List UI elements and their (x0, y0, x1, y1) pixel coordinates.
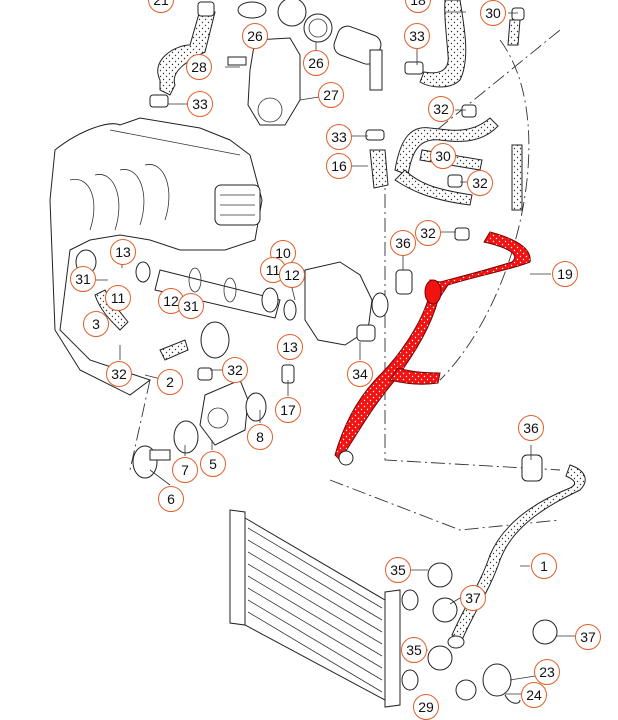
radiator (229, 509, 419, 708)
callout-5[interactable]: 5 (200, 451, 226, 477)
callout-27[interactable]: 27 (318, 82, 344, 108)
callout-26[interactable]: 26 (303, 50, 329, 76)
callout-32[interactable]: 32 (222, 357, 248, 383)
callout-6[interactable]: 6 (158, 486, 184, 512)
callout-37[interactable]: 37 (575, 624, 601, 650)
callout-13[interactable]: 13 (110, 239, 136, 265)
callout-31[interactable]: 31 (178, 293, 204, 319)
callout-23[interactable]: 23 (534, 659, 560, 685)
callout-30[interactable]: 30 (480, 0, 506, 26)
hose-21 (157, 1, 216, 96)
callout-36[interactable]: 36 (390, 230, 416, 256)
callout-28[interactable]: 28 (186, 54, 212, 80)
callout-32[interactable]: 32 (106, 361, 132, 387)
thermostat-housing (281, 261, 413, 384)
callout-17[interactable]: 17 (275, 397, 301, 423)
callout-8[interactable]: 8 (247, 424, 273, 450)
callout-26[interactable]: 26 (242, 23, 268, 49)
callout-16[interactable]: 16 (326, 153, 352, 179)
callout-35[interactable]: 35 (401, 637, 427, 663)
hose-19-highlighted (334, 231, 531, 466)
callout-3[interactable]: 3 (83, 311, 109, 337)
callout-7[interactable]: 7 (172, 457, 198, 483)
hose-1 (447, 454, 586, 649)
callout-33[interactable]: 33 (404, 23, 430, 49)
callout-33[interactable]: 33 (187, 91, 213, 117)
callout-32[interactable]: 32 (415, 220, 441, 246)
oil-cooler (132, 367, 267, 479)
callout-32[interactable]: 32 (428, 96, 454, 122)
callout-36[interactable]: 36 (518, 415, 544, 441)
callout-31[interactable]: 31 (70, 266, 96, 292)
callout-34[interactable]: 34 (347, 361, 373, 387)
callout-11[interactable]: 11 (105, 285, 131, 311)
callout-30[interactable]: 30 (430, 143, 456, 169)
callout-24[interactable]: 24 (521, 682, 547, 708)
callout-12[interactable]: 12 (279, 262, 305, 288)
callout-33[interactable]: 33 (326, 124, 352, 150)
callout-32[interactable]: 32 (467, 170, 493, 196)
hose-18 (419, 0, 467, 88)
callout-35[interactable]: 35 (385, 557, 411, 583)
leader-lines (96, 11, 580, 695)
hose-cluster-16 (369, 104, 523, 241)
radiator-clamps (427, 562, 558, 704)
callout-1[interactable]: 1 (531, 553, 557, 579)
coolant-pipe (135, 261, 297, 361)
callout-2[interactable]: 2 (157, 369, 183, 395)
callout-13[interactable]: 13 (277, 334, 303, 360)
callout-37[interactable]: 37 (460, 585, 486, 611)
callout-29[interactable]: 29 (413, 694, 439, 720)
engine-block (49, 117, 263, 396)
upper-parts (149, 0, 525, 141)
callout-19[interactable]: 19 (552, 261, 578, 287)
